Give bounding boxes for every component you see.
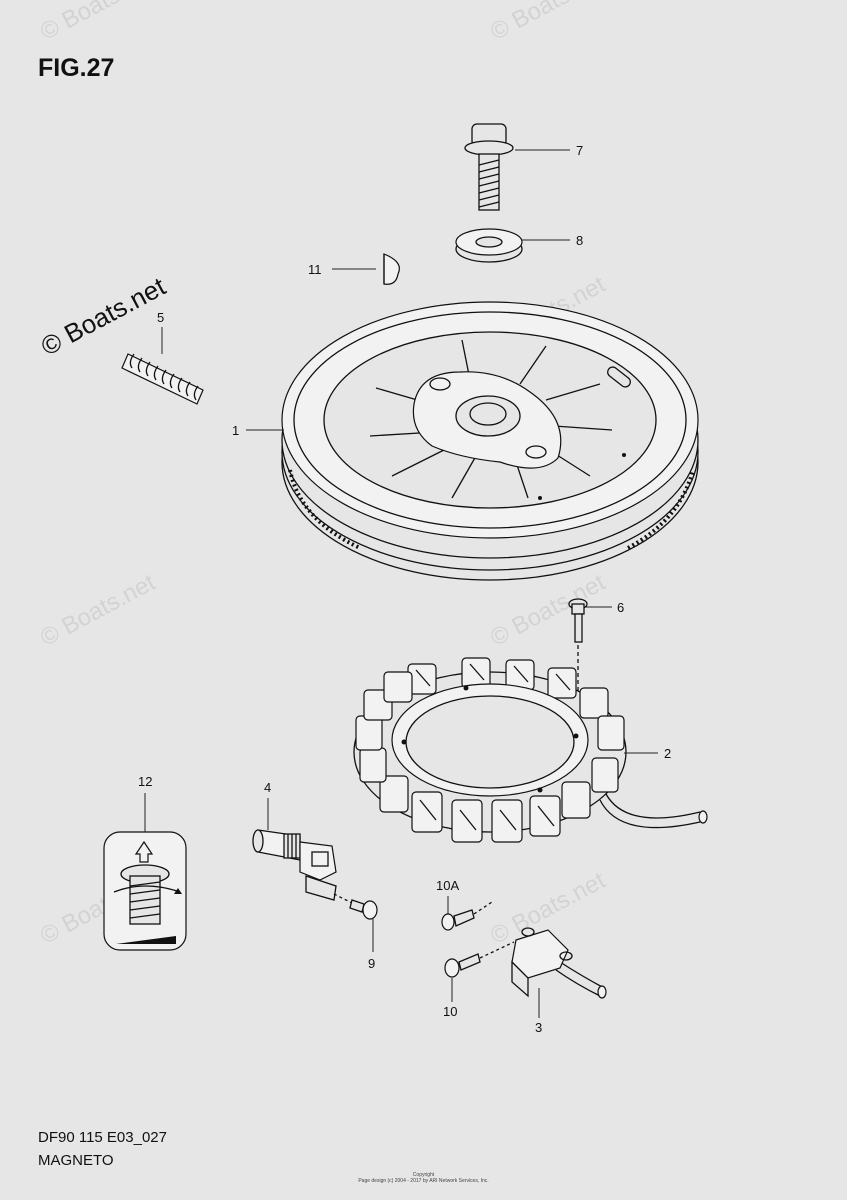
part-3-pulser-coil[interactable] [511,927,607,999]
callout-1[interactable]: 1 [232,423,239,438]
callout-3[interactable]: 3 [535,1020,542,1035]
part-12-thread-lock-icon[interactable] [103,831,187,951]
leader-lines [144,149,658,1018]
callout-6[interactable]: 6 [617,600,624,615]
callout-10[interactable]: 10 [443,1004,457,1019]
part-8-washer[interactable] [455,228,523,263]
part-9-screw[interactable] [333,893,378,920]
callout-12[interactable]: 12 [138,774,152,789]
part-7-flange-bolt[interactable] [464,123,514,211]
callout-8[interactable]: 8 [576,233,583,248]
diagram-name: MAGNETO [38,1152,114,1169]
part-1-flywheel[interactable] [281,301,699,581]
part-5-spring-pin[interactable] [121,353,204,405]
figure-title: FIG.27 [38,54,115,82]
callout-5[interactable]: 5 [157,310,164,325]
part-10a-screw[interactable] [441,901,493,931]
callout-11[interactable]: 11 [308,262,322,277]
part-6-stator-bolt[interactable] [568,598,588,710]
callout-4[interactable]: 4 [264,780,271,795]
callout-9[interactable]: 9 [368,956,375,971]
diagram-code: DF90 115 E03_027 [38,1129,167,1146]
copyright-notice: Copyright Page design (c) 2004 - 2017 by… [0,1172,847,1184]
part-10-screw[interactable] [444,941,515,978]
callout-2[interactable]: 2 [664,746,671,761]
part-11-woodruff-key[interactable] [383,253,400,285]
callout-7[interactable]: 7 [576,143,583,158]
part-4-sensor[interactable] [252,829,337,901]
copyright-line-1: Copyright [412,1172,435,1178]
callout-labels: 7 8 11 5 1 6 2 12 4 9 10A 10 3 [138,143,671,1035]
callout-10a[interactable]: 10A [436,878,459,893]
copyright-line-2: Page design (c) 2004 - 2017 by ARI Netwo… [358,1178,489,1184]
part-2-stator-coil[interactable] [353,657,708,843]
